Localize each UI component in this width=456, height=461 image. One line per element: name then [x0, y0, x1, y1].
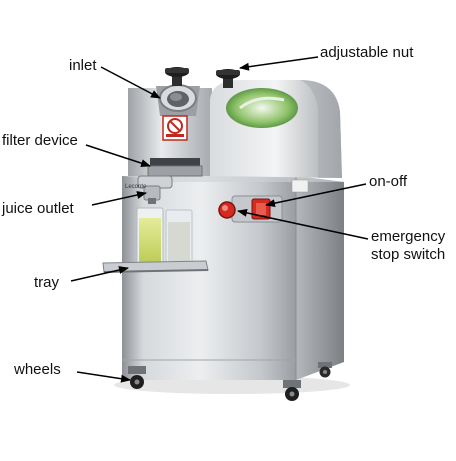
- left-nut: [165, 67, 189, 86]
- dome-shading: [300, 80, 342, 178]
- arrow-inlet: [100, 66, 161, 99]
- juice-outlet: [137, 175, 173, 204]
- arrow-juice-outlet: [91, 191, 147, 206]
- label-filter-device: filter device: [2, 132, 78, 149]
- cabinet-top-edge: [122, 176, 344, 182]
- label-adjustable-nut: adjustable nut: [320, 44, 414, 61]
- wheel-back-right: [318, 362, 332, 378]
- label-juice-outlet: juice outlet: [2, 200, 74, 217]
- adjustable-nut: [216, 69, 240, 88]
- cabinet-side: [296, 176, 344, 380]
- prohibition-hand-icon: [167, 118, 183, 134]
- filter-device: [147, 158, 203, 177]
- label-emergency-line2: stop switch: [371, 246, 446, 263]
- label-on-off: on-off: [369, 173, 408, 190]
- side-badge: [291, 179, 309, 193]
- decal-leaf: [239, 96, 285, 110]
- brand-text: Leconte: [125, 184, 147, 190]
- label-inlet: inlet: [69, 57, 97, 74]
- arrow-tray: [70, 266, 129, 282]
- label-wheels: wheels: [14, 361, 61, 378]
- arrow-adjustable-nut: [239, 56, 319, 71]
- arrow-emergency-stop: [237, 208, 369, 240]
- arrow-wheels: [76, 371, 131, 383]
- wheel-front-left: [128, 366, 146, 389]
- warning-sticker: [162, 115, 188, 141]
- wheel-front-right: [283, 380, 301, 401]
- arrow-filter-device: [85, 144, 151, 167]
- juice-glass-empty: [165, 209, 193, 269]
- arrow-on-off: [265, 183, 367, 208]
- brand-decal: [226, 88, 298, 128]
- label-tray: tray: [34, 274, 60, 291]
- label-emergency-line1: emergency: [371, 228, 446, 245]
- inlet-tube: [156, 84, 200, 116]
- juice-glass-full: [136, 207, 164, 271]
- leader-arrows: [70, 56, 369, 383]
